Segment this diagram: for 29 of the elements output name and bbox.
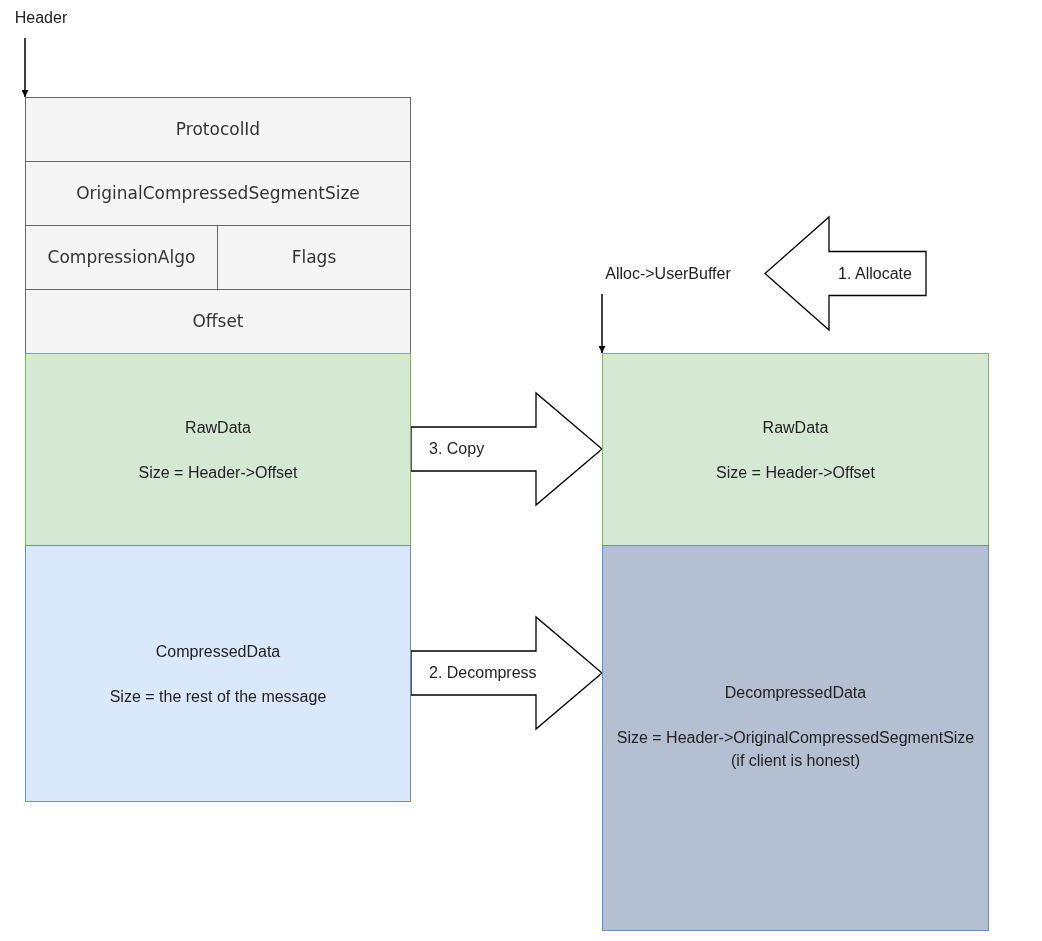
field-label: Size = Header->Offset [138,462,298,483]
pointer-arrow [21,37,29,98]
memory-field-box [25,289,411,354]
memory-field-box [217,225,411,290]
pointer-arrow [598,293,606,354]
memory-field-box [602,545,989,931]
field-label: OriginalCompressedSegmentSize [76,182,360,205]
field-label: Offset [192,310,244,333]
memory-field-box [25,545,411,802]
field-label: RawData [185,417,251,438]
edge-label: 3. Copy [429,439,485,459]
pointer-label: Header [14,9,68,27]
pointer-label: Alloc->UserBuffer [605,265,731,283]
field-label: Size = Header->OriginalCompressedSegmentSize (if client is honest) [615,728,976,771]
field-label: Flags [291,246,337,269]
memory-field-box [602,353,989,546]
field-label: Size = Header->Offset [716,462,875,483]
memory-field-box [25,97,411,162]
field-label: ProtocolId [175,118,261,141]
field-label: Size = the rest of the message [109,686,327,707]
memory-field-box [25,161,411,226]
field-label: DecompressedData [724,683,867,703]
step-label: 1. Allocate [837,264,913,283]
field-label: CompressionAlgo [47,246,196,269]
field-label: RawData [762,417,829,438]
memory-field-box [25,225,218,290]
edge-label: 2. Decompress [429,663,537,683]
field-label: CompressedData [155,641,281,662]
memory-field-box [25,353,411,546]
